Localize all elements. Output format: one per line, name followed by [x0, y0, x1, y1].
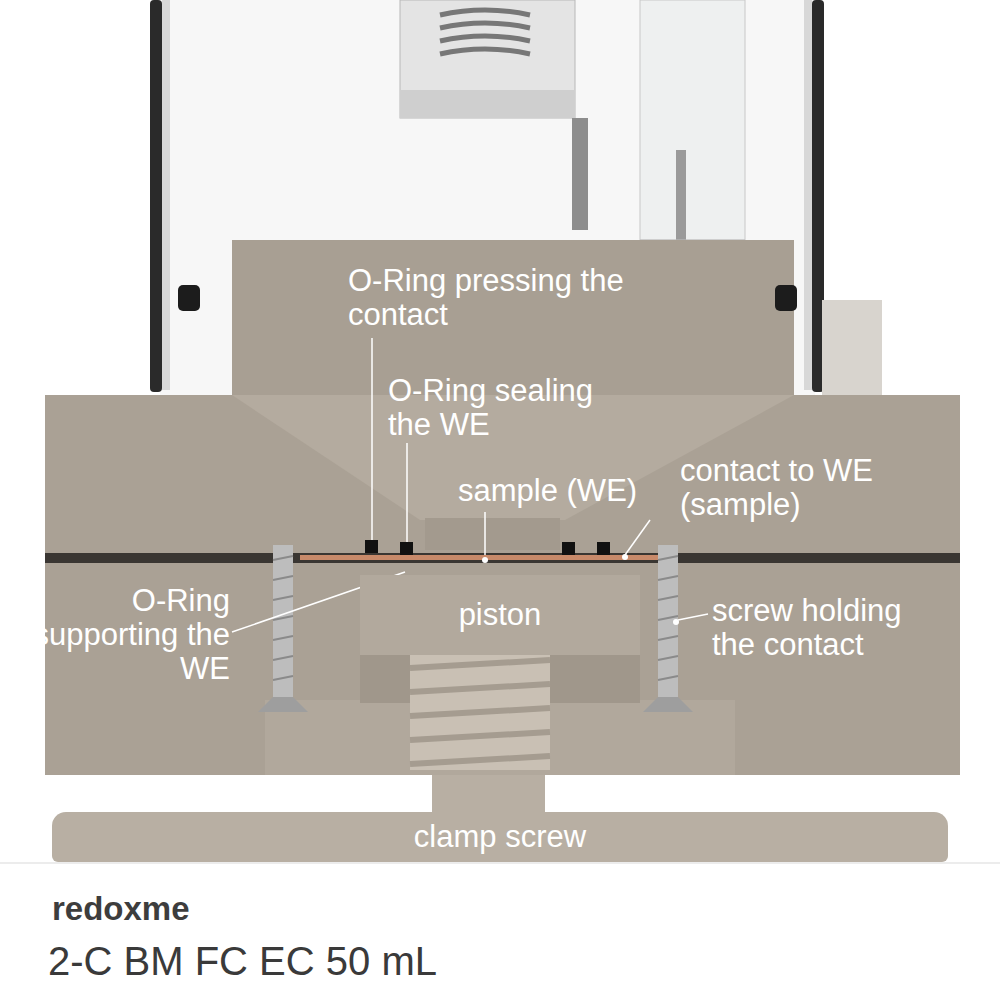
part-label: screw holding the contact: [712, 594, 952, 662]
piston-part: piston: [360, 575, 640, 655]
o-ring: [562, 542, 575, 555]
screw: [643, 545, 693, 712]
reference-electrode: [640, 0, 745, 240]
clamp-stem: [432, 775, 545, 815]
funnel-neck: [425, 518, 560, 550]
part-name: clamp screw: [414, 820, 586, 854]
insert-edge: [232, 240, 794, 395]
o-ring: [597, 542, 610, 555]
holder-ring: [400, 90, 575, 118]
rod: [572, 118, 588, 230]
brand-logo: redoxme: [52, 890, 352, 928]
o-ring: [178, 285, 200, 311]
o-ring: [365, 540, 378, 553]
separator: [0, 862, 1000, 864]
electrode-holder: [400, 0, 575, 118]
plate-gap: [45, 553, 960, 563]
part-label: contact to WE (sample): [680, 454, 930, 522]
cell-wall-inner: [804, 0, 812, 390]
cell-wall-inner: [162, 0, 170, 390]
o-ring: [775, 285, 797, 311]
part-label: O-Ring supporting the WE: [30, 584, 230, 686]
part-label: O-Ring pressing the contact: [348, 264, 628, 332]
clamp-screw-knob: clamp screw: [52, 812, 948, 862]
spring: [440, 10, 530, 54]
electrode-wire: [676, 150, 686, 250]
leader-dot: [482, 557, 488, 563]
thread-lines: [410, 660, 550, 764]
leader-dot: [673, 619, 679, 625]
part-label: sample (WE): [458, 474, 718, 508]
screw: [258, 545, 308, 712]
product-title: 2-C BM FC EC 50 mL: [48, 938, 437, 984]
sample-foil: [300, 555, 660, 560]
side-port: [822, 300, 882, 395]
cell-wall: [150, 0, 162, 392]
leader-dot: [622, 554, 628, 560]
thread: [410, 650, 550, 770]
o-ring: [400, 542, 413, 555]
upper-plate: [45, 395, 960, 555]
part-label: O-Ring sealing the WE: [388, 374, 638, 442]
part-name: piston: [459, 598, 542, 632]
